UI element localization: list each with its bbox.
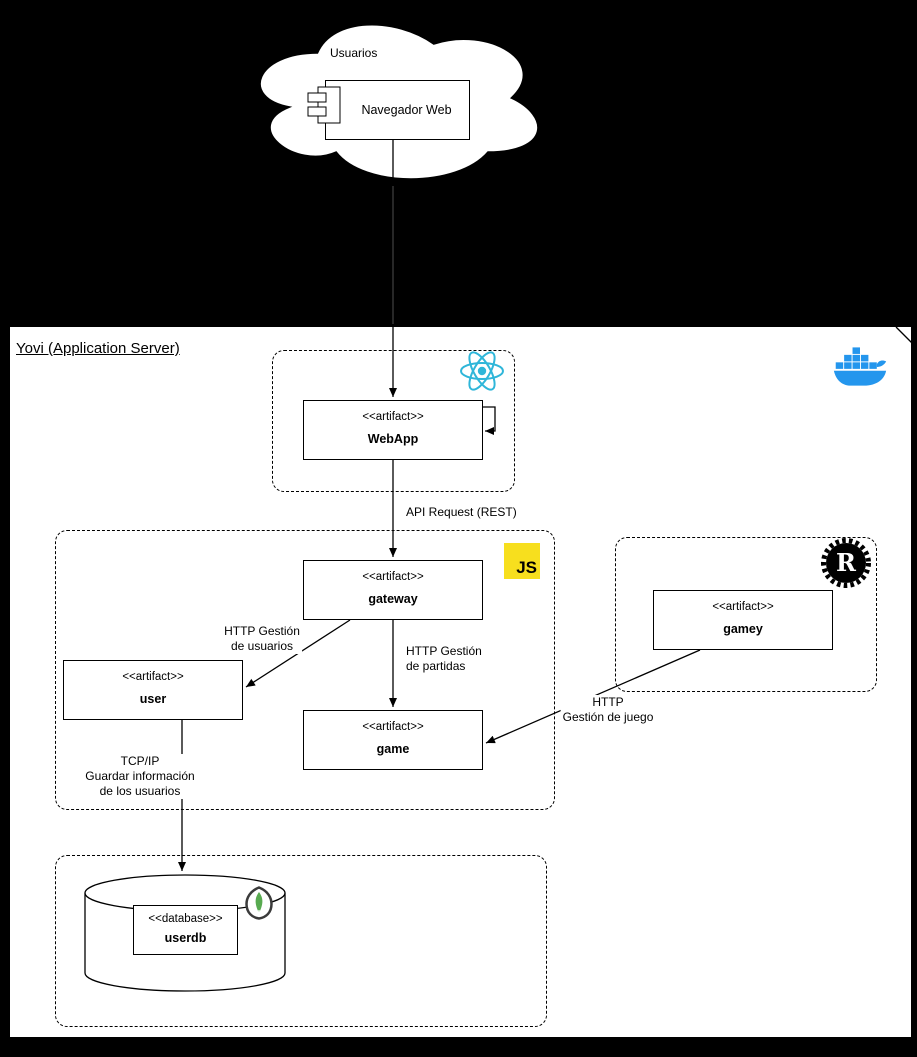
artifact-name: WebApp [367,432,419,446]
rust-icon-letter: R [836,548,857,577]
edge-label-http-juego: HTTP Gestión de juego [560,695,656,725]
artifact-name: userdb [164,931,207,945]
artifact-stereotype: <<artifact>> [362,411,424,423]
artifact-stereotype: <<artifact>> [362,721,424,733]
artifact-webapp: <<artifact>> WebApp [303,400,483,460]
cloud-label: Usuarios [330,46,378,60]
javascript-icon: JS [504,543,540,579]
edge-label-line: Guardar información [85,769,195,783]
edge-label-api-request: API Request (REST) [404,505,519,520]
artifact-stereotype: <<artifact>> [362,571,424,583]
edge-label-line: de usuarios [230,639,294,653]
react-icon [460,351,504,391]
edge-label-line: de los usuarios [99,784,181,798]
edge-label-line: TCP/IP [120,754,160,768]
artifact-name: gamey [723,622,763,636]
artifact-game: <<artifact>> game [303,710,483,770]
artifact-gateway: <<artifact>> gateway [303,560,483,620]
artifact-stereotype: <<artifact>> [122,671,184,683]
edge-label-http-partidas: HTTP Gestión de partidas [404,644,484,674]
artifact-name: game [376,742,410,756]
rust-icon: R [821,538,871,588]
mongodb-icon [245,886,273,920]
edge-label-tcpip: TCP/IP Guardar información de los usuari… [83,754,197,799]
artifact-name: user [139,692,167,706]
artifact-userdb: <<database>> userdb [133,905,238,955]
group-rust-service [615,537,877,692]
uml-component-icon [307,86,341,124]
component-name: Navegador Web [361,103,452,117]
artifact-stereotype: <<artifact>> [712,601,774,613]
server-title: Yovi (Application Server) [16,340,180,357]
group-mongodb-storage [55,855,547,1027]
component-navegador-web: Navegador Web [325,80,470,140]
artifact-user: <<artifact>> user [63,660,243,720]
artifact-stereotype: <<database>> [148,913,223,925]
edge-label-line: HTTP [592,695,624,709]
artifact-name: gateway [368,592,418,606]
docker-icon [833,347,887,386]
js-icon-text: JS [516,558,537,577]
edge-label-line: de partidas [406,659,466,673]
edge-label-line: HTTP Gestión [224,624,300,638]
artifact-gamey: <<artifact>> gamey [653,590,833,650]
edge-label-line: HTTP Gestión [406,644,482,658]
edge-label-http-usuarios: HTTP Gestión de usuarios [222,624,302,654]
edge-label-line: Gestión de juego [562,710,654,724]
